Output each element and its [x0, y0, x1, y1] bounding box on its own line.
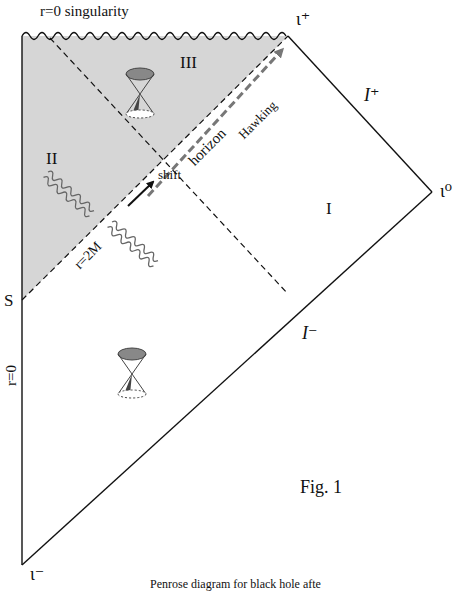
boundary-label: r=0: [4, 365, 19, 386]
region-label: III: [180, 54, 197, 71]
wave-packet: [42, 170, 96, 219]
hawking-label: Hawking: [236, 98, 279, 141]
figure-number: Fig. 1: [300, 478, 342, 496]
light-cone: [118, 348, 146, 398]
shift-label: shift: [158, 168, 181, 181]
point-label: S: [4, 292, 13, 309]
wave-packet: [106, 220, 160, 269]
singularity-line: [22, 33, 286, 40]
infinity-label: ι⁻: [30, 565, 44, 583]
origin-line: [21, 36, 22, 565]
caption-fragment: Penrose diagram for black hole afte: [150, 578, 321, 590]
infinity-label: I⁻: [302, 324, 318, 342]
interior-region: [22, 36, 288, 300]
region-label: II: [46, 150, 57, 167]
light-cone: [126, 68, 154, 118]
hawking-arrow: [148, 50, 282, 196]
infinity-label: ι⁺: [296, 10, 310, 28]
shell-line: [50, 38, 288, 294]
infinity-label: I⁺: [364, 86, 380, 104]
past-null-infinity: [22, 192, 432, 565]
infinity-label: ι⁰: [440, 182, 452, 200]
shift-arrow: [128, 182, 153, 206]
region-label: I: [326, 200, 332, 217]
boundary-label: r=0 singularity: [40, 4, 129, 19]
horizon-line: [22, 36, 288, 300]
future-null-infinity: [288, 36, 432, 192]
